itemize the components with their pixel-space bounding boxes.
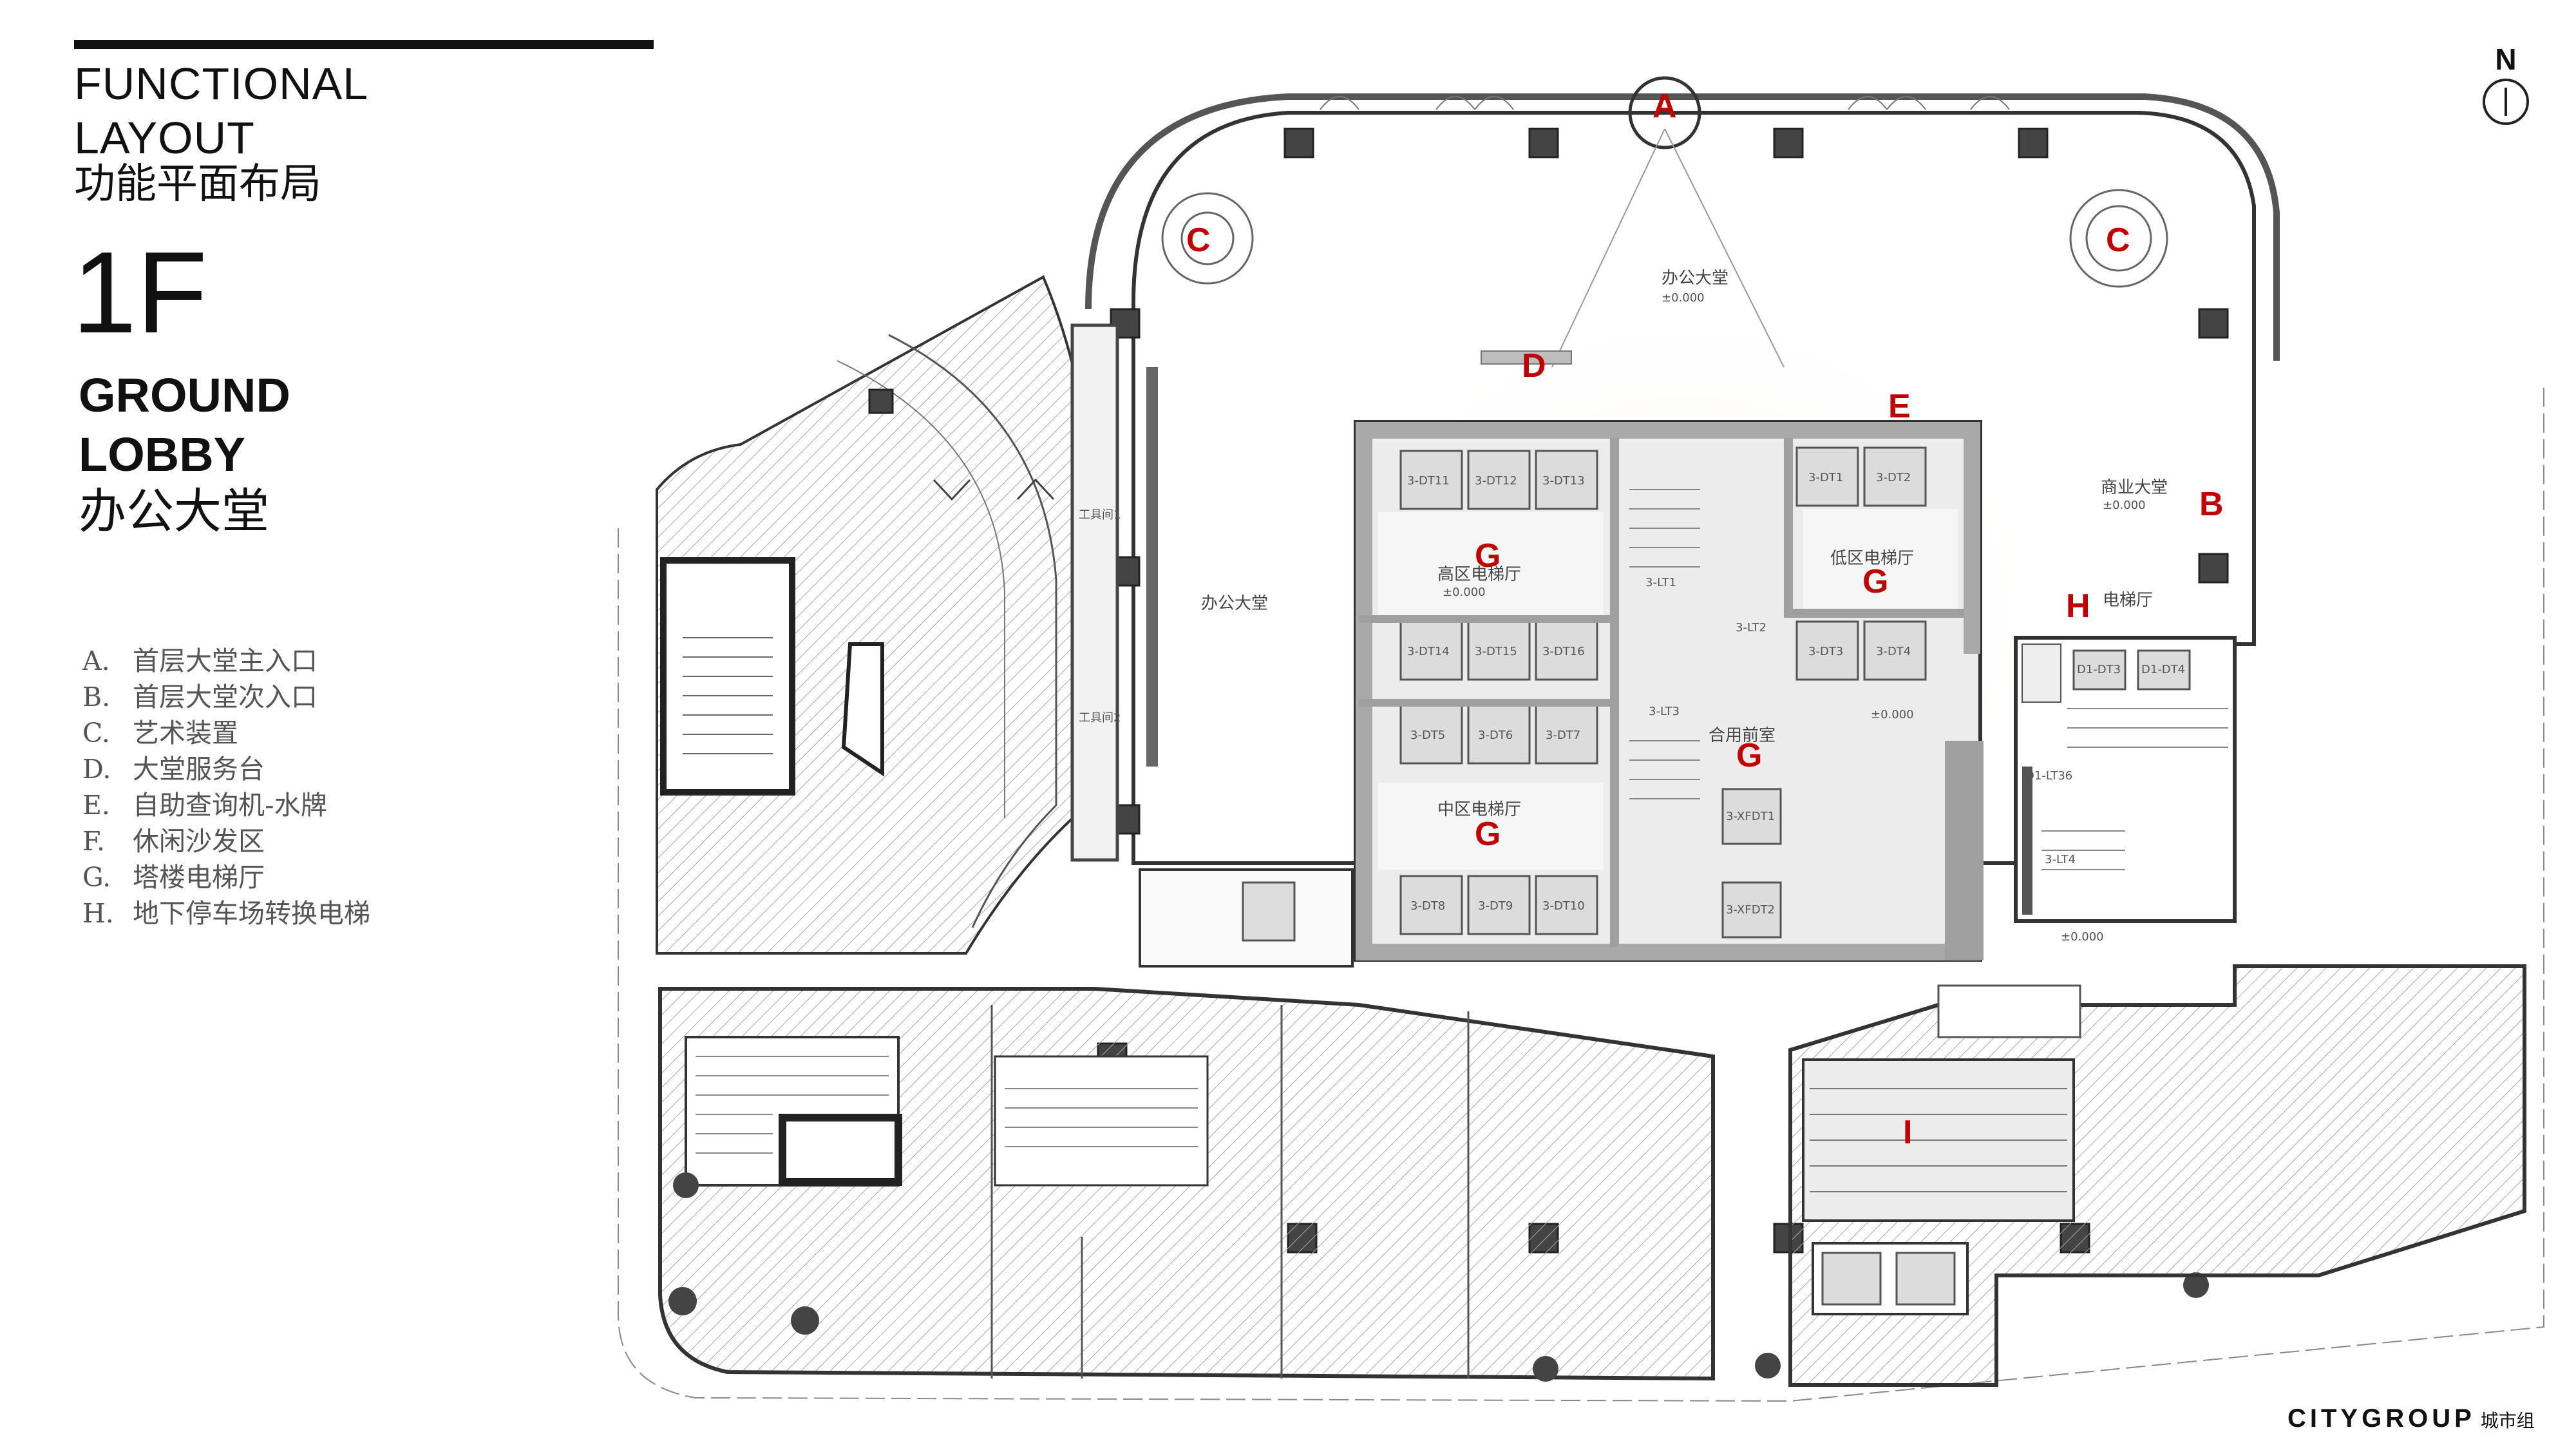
legend-item: E.自助查询机-水牌 xyxy=(82,790,327,821)
lobby-en-line1: GROUND xyxy=(79,368,290,422)
elevator-id: 3-XFDT1 xyxy=(1726,810,1775,823)
elevator-id: 3-XFDT2 xyxy=(1726,903,1775,917)
lift-id: D1-LT36 xyxy=(2025,769,2072,783)
elevator-id: 3-DT16 xyxy=(1542,645,1585,658)
legend-item: D.大堂服务台 xyxy=(82,754,265,785)
label-level: ±0.000 xyxy=(1662,291,1705,305)
marker-g: G xyxy=(1736,737,1762,774)
label-elevator-hall: 电梯厅 xyxy=(2103,591,2153,610)
label-level: ±0.000 xyxy=(2103,499,2146,512)
compass-icon xyxy=(2483,79,2529,125)
elevator-id: 3-DT1 xyxy=(1808,471,1843,484)
title-en-line2: LAYOUT xyxy=(74,113,255,163)
marker-b: B xyxy=(2199,486,2224,523)
legend-item: H.地下停车场转换电梯 xyxy=(82,898,370,929)
legend-item: C.艺术装置 xyxy=(82,718,238,749)
label-low-zone: 低区电梯厅 xyxy=(1830,549,1914,568)
marker-a: A xyxy=(1653,88,1677,125)
lobby-title-cn: 办公大堂 xyxy=(79,484,269,539)
marker-d: D xyxy=(1522,347,1546,385)
elevator-id: 3-DT11 xyxy=(1407,474,1450,488)
north-arrow: N xyxy=(2477,43,2535,125)
title-en: FUNCTIONAL LAYOUT xyxy=(74,57,368,165)
marker-h: H xyxy=(2066,587,2090,625)
lift-id: 3-LT2 xyxy=(1736,621,1766,634)
legend-item: F.休闲沙发区 xyxy=(82,826,265,857)
label-mid-zone: 中区电梯厅 xyxy=(1437,800,1521,819)
elevator-id: 3-DT3 xyxy=(1808,645,1843,658)
marker-i: I xyxy=(1903,1114,1912,1151)
brand-name: CITYGROUP xyxy=(2287,1404,2476,1433)
label-level: ±0.000 xyxy=(1443,586,1486,599)
label-level: ±0.000 xyxy=(2061,930,2104,944)
label-tool-room-1: 工具间1 xyxy=(1079,508,1121,522)
elevator-id: 3-DT14 xyxy=(1407,645,1450,658)
elevator-id: 3-DT7 xyxy=(1546,729,1580,742)
label-commercial-lobby: 商业大堂 xyxy=(2101,478,2168,497)
north-label: N xyxy=(2495,43,2517,76)
label-anteroom: 合用前室 xyxy=(1709,726,1776,745)
elevator-id: 3-DT6 xyxy=(1478,729,1513,742)
legend-item: B.首层大堂次入口 xyxy=(82,682,317,712)
marker-e: E xyxy=(1888,388,1911,425)
lift-id: 3-LT4 xyxy=(2045,853,2076,866)
elevator-id: 3-DT2 xyxy=(1876,471,1911,484)
label-office-lobby: 办公大堂 xyxy=(1201,594,1268,613)
elevator-id: 3-DT5 xyxy=(1410,729,1445,742)
elevator-id: 3-DT13 xyxy=(1542,474,1585,488)
marker-c: C xyxy=(2106,222,2130,259)
elevator-id: 3-DT15 xyxy=(1475,645,1517,658)
brand-cn: 城市组 xyxy=(2480,1410,2535,1431)
label-office-lobby: 办公大堂 xyxy=(1662,269,1728,288)
marker-c: C xyxy=(1186,222,1211,259)
elevator-id: 3-DT8 xyxy=(1410,899,1445,913)
label-level: ±0.000 xyxy=(1871,708,1914,721)
elevator-id: D1-DT4 xyxy=(2141,663,2185,676)
legend-item: G.塔楼电梯厅 xyxy=(82,862,265,893)
marker-g: G xyxy=(1475,816,1501,853)
title-bar xyxy=(74,40,654,49)
elevator-id: 3-DT9 xyxy=(1478,899,1513,913)
legend: A.首层大堂主入口 B.首层大堂次入口 C.艺术装置 D.大堂服务台 E.自助查… xyxy=(82,643,370,931)
marker-g: G xyxy=(1475,537,1501,575)
lobby-en-line2: LOBBY xyxy=(79,428,245,481)
lobby-title-en: GROUND LOBBY xyxy=(79,366,290,484)
marker-g: G xyxy=(1862,563,1888,600)
label-high-zone: 高区电梯厅 xyxy=(1437,565,1521,584)
label-tool-room-2: 工具间2 xyxy=(1079,711,1121,725)
title-en-line1: FUNCTIONAL xyxy=(74,59,369,109)
lift-id: 3-LT3 xyxy=(1649,705,1680,718)
lift-id: 3-LT1 xyxy=(1645,576,1676,589)
legend-item: A.首层大堂主入口 xyxy=(82,645,317,676)
elevator-id: D1-DT3 xyxy=(2077,663,2121,676)
title-cn: 功能平面布局 xyxy=(74,160,321,208)
elevator-id: 3-DT12 xyxy=(1475,474,1517,488)
floor-label: 1F xyxy=(72,228,208,358)
elevator-id: 3-DT10 xyxy=(1542,899,1585,913)
elevator-id: 3-DT4 xyxy=(1876,645,1911,658)
